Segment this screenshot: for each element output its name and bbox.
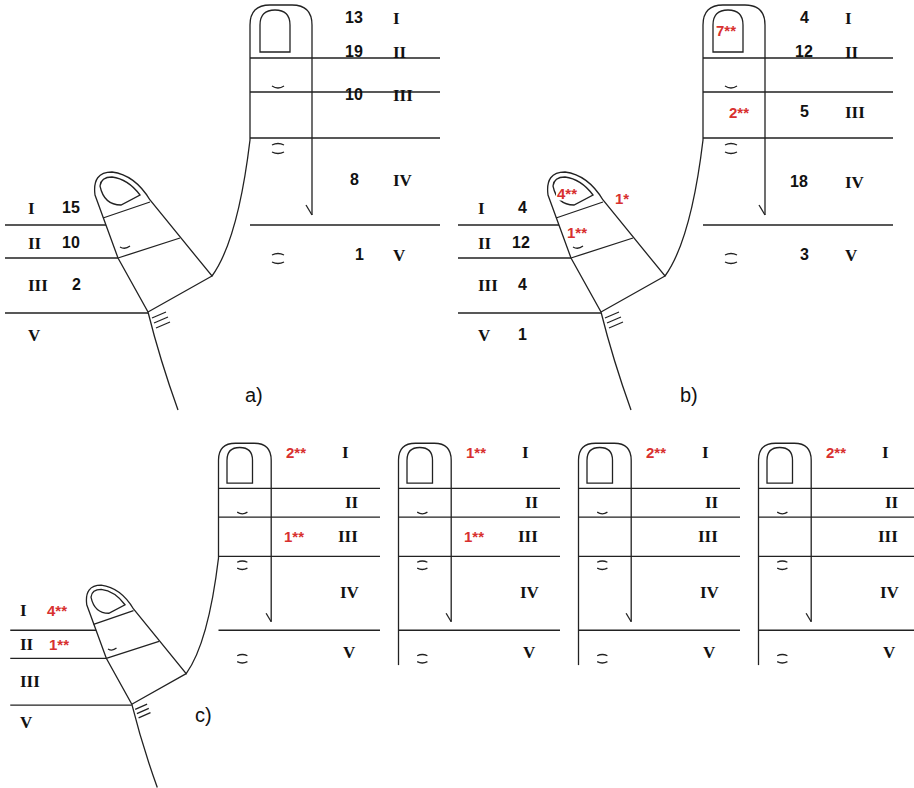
zone-numeral: III (338, 528, 358, 545)
panel-letter: a) (245, 385, 263, 405)
zone-numeral: V (703, 644, 715, 661)
zone-numeral: II (28, 235, 41, 252)
zone-numeral: III (393, 87, 413, 104)
count-number: 12 (795, 44, 813, 60)
zone-numeral: II (845, 44, 858, 61)
marked-count: 2** (285, 445, 307, 460)
zone-numeral: III (518, 528, 538, 545)
count-number: 18 (790, 174, 808, 190)
zone-numeral: I (393, 10, 400, 27)
zone-numeral: I (28, 200, 35, 217)
zone-numeral: I (702, 444, 709, 461)
zone-numeral: V (343, 644, 355, 661)
zone-numeral: IV (340, 584, 359, 601)
marked-count: 4** (556, 186, 578, 201)
zone-numeral: II (525, 494, 538, 511)
zone-numeral: II (478, 235, 491, 252)
zone-numeral: I (20, 602, 27, 619)
zone-numeral: III (478, 277, 498, 294)
marked-count: 7** (715, 23, 737, 38)
count-number: 15 (62, 200, 80, 216)
zone-numeral: V (478, 327, 490, 344)
panel-letter: b) (680, 385, 698, 405)
marked-count: 1** (463, 529, 485, 544)
zone-numeral: II (345, 494, 358, 511)
marked-count: 1** (48, 637, 70, 652)
count-number: 12 (512, 235, 530, 251)
zone-numeral: II (705, 494, 718, 511)
zone-numeral: V (845, 247, 857, 264)
zone-numeral: V (883, 644, 895, 661)
count-number: 8 (350, 172, 359, 188)
zone-numeral: II (885, 494, 898, 511)
count-number: 4 (518, 200, 527, 216)
zone-numeral: III (20, 673, 40, 690)
marked-count: 1** (566, 225, 588, 240)
count-number: 4 (800, 10, 809, 26)
zone-numeral: IV (700, 584, 719, 601)
zone-numeral: I (522, 444, 529, 461)
marked-count: 1** (283, 529, 305, 544)
marked-count: 2** (728, 105, 750, 120)
zone-numeral: I (845, 10, 852, 27)
count-number: 10 (345, 87, 363, 103)
count-number: 19 (345, 44, 363, 60)
count-number: 10 (62, 235, 80, 251)
zone-numeral: I (478, 200, 485, 217)
zone-numeral: IV (393, 172, 412, 189)
zone-numeral: II (20, 636, 33, 653)
count-number: 5 (800, 104, 809, 120)
count-number: 1 (518, 327, 527, 343)
panel-letter: c) (195, 705, 212, 725)
marked-count: 2** (645, 445, 667, 460)
zone-numeral: IV (845, 174, 864, 191)
marked-count: 1** (465, 445, 487, 460)
zone-numeral: I (342, 444, 349, 461)
zone-numeral: III (698, 528, 718, 545)
zone-numeral: III (28, 277, 48, 294)
zone-numeral: IV (520, 584, 539, 601)
count-number: 3 (800, 247, 809, 263)
marked-count: 2** (825, 445, 847, 460)
marked-count: 1* (614, 191, 630, 206)
count-number: 1 (355, 247, 364, 263)
zone-numeral: V (20, 714, 32, 731)
zone-numeral: V (393, 247, 405, 264)
zone-numeral: III (878, 528, 898, 545)
zone-numeral: III (845, 104, 865, 121)
zone-numeral: V (523, 644, 535, 661)
zone-numeral: I (882, 444, 889, 461)
zone-numeral: V (28, 327, 40, 344)
zone-numeral: IV (880, 584, 899, 601)
zone-numeral: II (393, 44, 406, 61)
marked-count: 4** (46, 603, 68, 618)
count-number: 13 (345, 10, 363, 26)
count-number: 2 (72, 277, 81, 293)
count-number: 4 (518, 277, 527, 293)
